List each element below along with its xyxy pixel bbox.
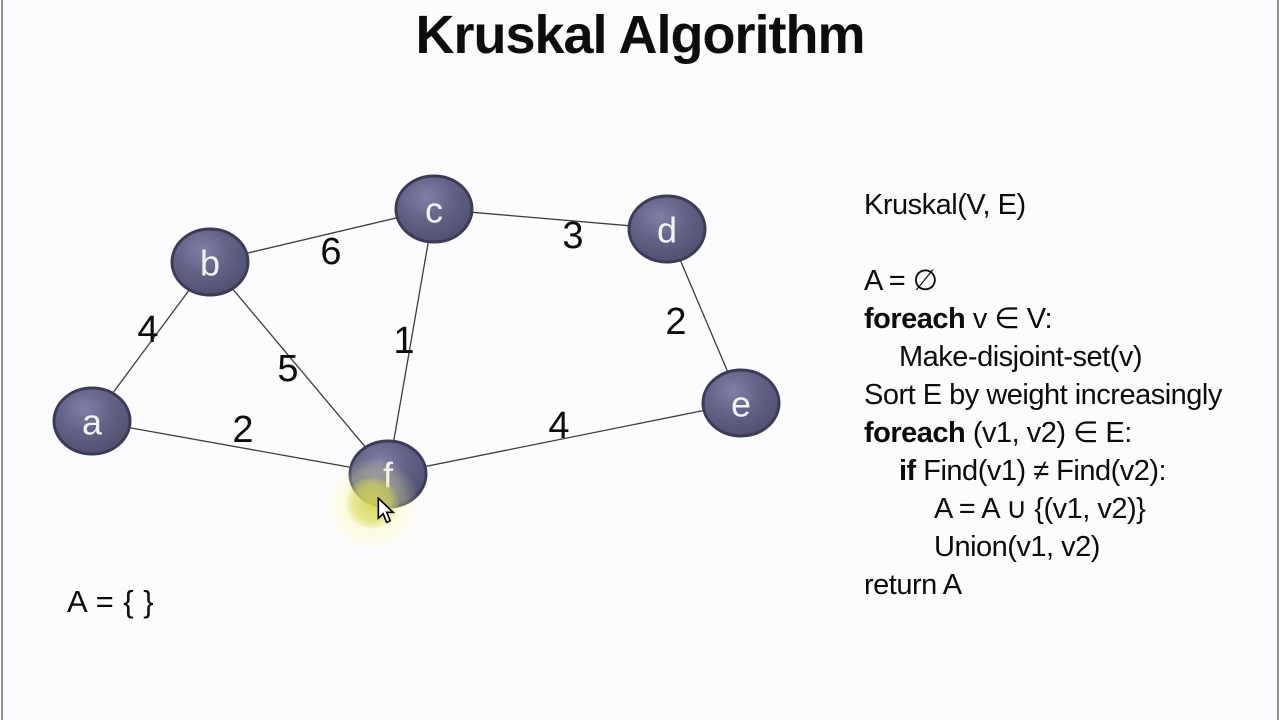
pseudocode-text: Kruskal(V, E): [864, 189, 1026, 221]
edge-weight-label-cd: 3: [562, 215, 583, 257]
node-label-f: f: [383, 455, 394, 496]
pseudocode-line: A = A ∪ {(v1, v2)}: [864, 490, 1222, 528]
node-label-c: c: [425, 190, 443, 231]
edge-weight-label-ab: 4: [137, 309, 158, 351]
edge-weight-label-de: 2: [665, 301, 686, 343]
graph-node-a: [52, 386, 132, 456]
pseudocode-keyword: foreach: [864, 303, 966, 335]
edge-weight-label-cf: 1: [393, 320, 414, 362]
pseudocode-line: return A: [864, 566, 1222, 604]
pseudocode-line: foreach v ∈ V:: [864, 300, 1222, 338]
pseudocode-text: return A: [864, 569, 962, 601]
pseudocode-text: Find(v1) ≠ Find(v2):: [915, 455, 1167, 487]
pseudocode-line: Union(v1, v2): [864, 528, 1222, 566]
graph-node-b: [170, 227, 250, 297]
pseudocode-keyword: if: [899, 455, 916, 487]
pseudocode-line: foreach (v1, v2) ∈ E:: [864, 414, 1222, 452]
video-edge-artifact-right: [1277, 0, 1279, 720]
pseudocode-line: A = ∅: [864, 262, 1222, 300]
pseudocode-text: Make-disjoint-set(v): [899, 341, 1143, 373]
mst-set-status: A = { }: [67, 584, 155, 619]
page-title: Kruskal Algorithm: [415, 5, 865, 65]
pseudocode-line: Sort E by weight increasingly: [864, 376, 1222, 414]
pseudocode-line: [864, 224, 1222, 262]
node-label-e: e: [731, 384, 751, 425]
pseudocode-text: A = A ∪ {(v1, v2)}: [934, 493, 1146, 525]
pseudocode-keyword: foreach: [864, 417, 966, 449]
pseudocode-text: (v1, v2) ∈ E:: [965, 417, 1132, 449]
video-edge-artifact-left: [1, 0, 3, 720]
edge-line-cf: [387, 208, 435, 475]
pseudocode-text: A = ∅: [864, 265, 938, 297]
edge-weight-label-af: 2: [232, 409, 253, 451]
edge-weight-label-bc: 6: [320, 231, 341, 273]
edge-weight-label-ef: 4: [548, 405, 569, 447]
pseudocode-line: Make-disjoint-set(v): [864, 338, 1222, 376]
node-label-b: b: [200, 243, 220, 284]
pseudocode-text: v ∈ V:: [965, 303, 1053, 335]
pseudocode: Kruskal(V, E) A = ∅foreach v ∈ V:Make-di…: [864, 186, 1222, 604]
graph-node-c: [394, 174, 474, 244]
edge-weight-label-bf: 5: [277, 348, 298, 390]
pseudocode-text: Union(v1, v2): [934, 531, 1100, 563]
node-label-d: d: [657, 210, 677, 251]
edge-weights: 4 2 6 5 3 1 2 4: [137, 215, 686, 451]
pseudocode-line: if Find(v1) ≠ Find(v2):: [864, 452, 1222, 490]
graph-node-d: [627, 194, 707, 264]
pseudocode-text: Sort E by weight increasingly: [864, 379, 1222, 411]
graph-node-e: [701, 368, 781, 438]
edge-line-ef: [387, 402, 742, 475]
node-label-a: a: [82, 402, 103, 443]
pseudocode-line: Kruskal(V, E): [864, 186, 1222, 224]
edge-line-bf: [209, 261, 389, 475]
